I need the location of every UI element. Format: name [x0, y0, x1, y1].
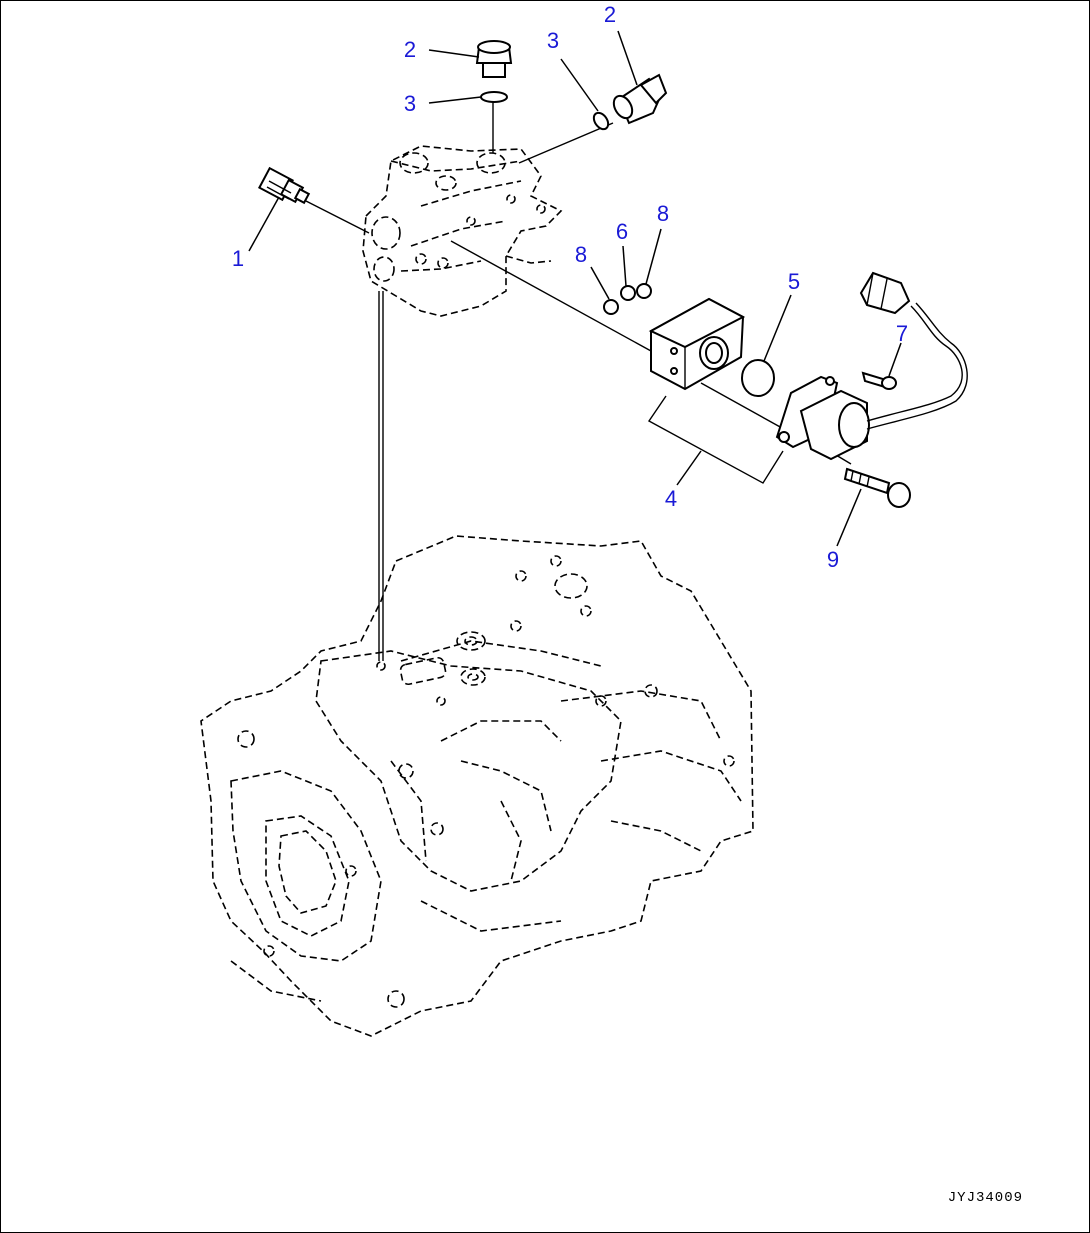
plug-part: [475, 40, 513, 78]
small-bolt-part: [861, 371, 897, 390]
callout-9-label: 9: [827, 547, 839, 572]
callout-labels: 1 2 2 3 3 4 5 6 7 8 8 9: [232, 2, 908, 572]
callout-1-label: 1: [232, 246, 244, 271]
adapter-fitting-part: [612, 73, 668, 125]
solenoid-valve-part: [775, 271, 968, 461]
spacer-block-part: [648, 297, 746, 391]
callout-2-fitting-label: 2: [604, 2, 616, 27]
callout-leaders: [248, 30, 902, 547]
callout-5-label: 5: [788, 269, 800, 294]
callout-8-left-label: 8: [575, 242, 587, 267]
callout-8-right-label: 8: [657, 201, 669, 226]
callout-3-fitting-oring-label: 3: [547, 28, 559, 53]
long-bolt-part: [843, 467, 911, 508]
callout-2-plug-label: 2: [404, 37, 416, 62]
o-ring-part: [480, 91, 508, 103]
o-ring-8-left-part: [603, 299, 619, 315]
callout-7-label: 7: [896, 321, 908, 346]
pressure-sensor-part: [258, 166, 311, 205]
callout-3-oring-label: 3: [404, 91, 416, 116]
large-o-ring-part: [741, 359, 775, 397]
o-ring-8-right-part: [636, 283, 652, 299]
valve-block: [362, 145, 563, 317]
callout-4-label: 4: [665, 486, 677, 511]
pump-body: [200, 535, 754, 1037]
drawing-id: JYJ34009: [948, 1190, 1023, 1206]
o-ring-6-part: [620, 285, 636, 301]
callout-6-label: 6: [616, 219, 628, 244]
o-ring-fitting-part: [592, 111, 610, 131]
